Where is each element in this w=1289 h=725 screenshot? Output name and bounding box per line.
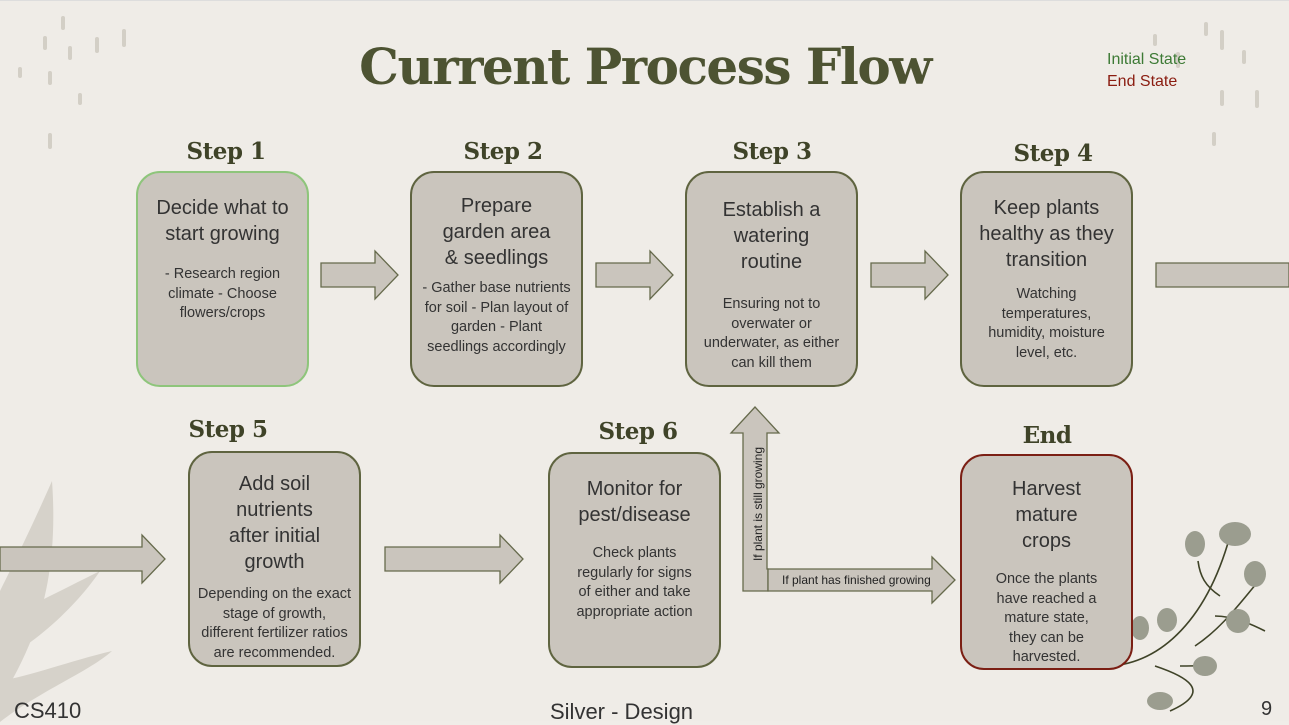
- leafy-branch-icon: [1104, 522, 1266, 712]
- step-2-body: - Gather base nutrients for soil - Plan …: [422, 280, 571, 355]
- branch-label-still-growing: If plant is still growing: [751, 446, 765, 562]
- end-box: Harvest mature crops Once the plants hav…: [960, 454, 1133, 670]
- step-3-label: Step 3: [732, 138, 812, 165]
- footer-course: CS410: [14, 698, 82, 723]
- step-6-label: Step 6: [598, 418, 678, 445]
- step-1-label: Step 1: [186, 138, 266, 165]
- step-5-body: Depending on the exact stage of growth, …: [197, 586, 352, 661]
- footer-team: Silver - Design: [550, 699, 694, 724]
- legend-initial-state: Initial State: [1107, 51, 1187, 68]
- end-heading: Harvest mature crops: [1012, 478, 1081, 552]
- footer-page-number: 9: [1261, 698, 1273, 720]
- decorative-dashes-icon: [18, 16, 126, 149]
- branch-label-finished: If plant has finished growing: [782, 573, 931, 587]
- step-4-body: Watching temperatures, humidity, moistur…: [988, 286, 1105, 361]
- step-6-heading: Monitor for pest/disease: [578, 478, 691, 526]
- step-4-heading: Keep plants healthy as they transition: [979, 197, 1114, 271]
- arrow-step3-step4: [870, 249, 949, 301]
- end-body: Once the plants have reached a mature st…: [995, 571, 1098, 665]
- step-6-body: Check plants regularly for signs of eith…: [576, 545, 693, 620]
- arrow-step2-step3: [595, 249, 674, 301]
- step-6-box: Monitor for pest/disease Check plants re…: [548, 452, 721, 668]
- step-1-box: Decide what to start growing - Research …: [136, 171, 309, 387]
- step-1-heading: Decide what to start growing: [156, 197, 289, 245]
- step-3-heading: Establish a watering routine: [722, 199, 821, 273]
- step-3-body: Ensuring not to overwater or underwater,…: [703, 296, 840, 371]
- step-2-heading: Prepare garden area & seedlings: [442, 195, 551, 269]
- arrow-to-end: [767, 555, 956, 605]
- step-4-box: Keep plants healthy as they transition W…: [960, 171, 1133, 387]
- arrow-in-step5: [0, 533, 166, 585]
- step-5-heading: Add soil nutrients after initial growth: [228, 473, 321, 573]
- end-label: End: [1022, 422, 1072, 449]
- step-4-label: Step 4: [1013, 140, 1093, 167]
- arrow-step5-step6: [384, 533, 524, 585]
- step-2-box: Prepare garden area & seedlings - Gather…: [410, 171, 583, 387]
- page-title: Current Process Flow: [359, 37, 932, 96]
- step-2-label: Step 2: [463, 138, 543, 165]
- arrow-step4-out: [1155, 262, 1289, 288]
- legend-end-state: End State: [1107, 73, 1178, 90]
- step-3-box: Establish a watering routine Ensuring no…: [685, 171, 858, 387]
- decorative-dashes-right-icon: [1153, 22, 1259, 146]
- step-1-body: - Research region climate - Choose flowe…: [164, 266, 281, 321]
- step-5-box: Add soil nutrients after initial growth …: [188, 451, 361, 667]
- arrow-step1-step2: [320, 249, 399, 301]
- step-5-label: Step 5: [188, 416, 268, 443]
- palm-leaf-icon: [0, 481, 112, 722]
